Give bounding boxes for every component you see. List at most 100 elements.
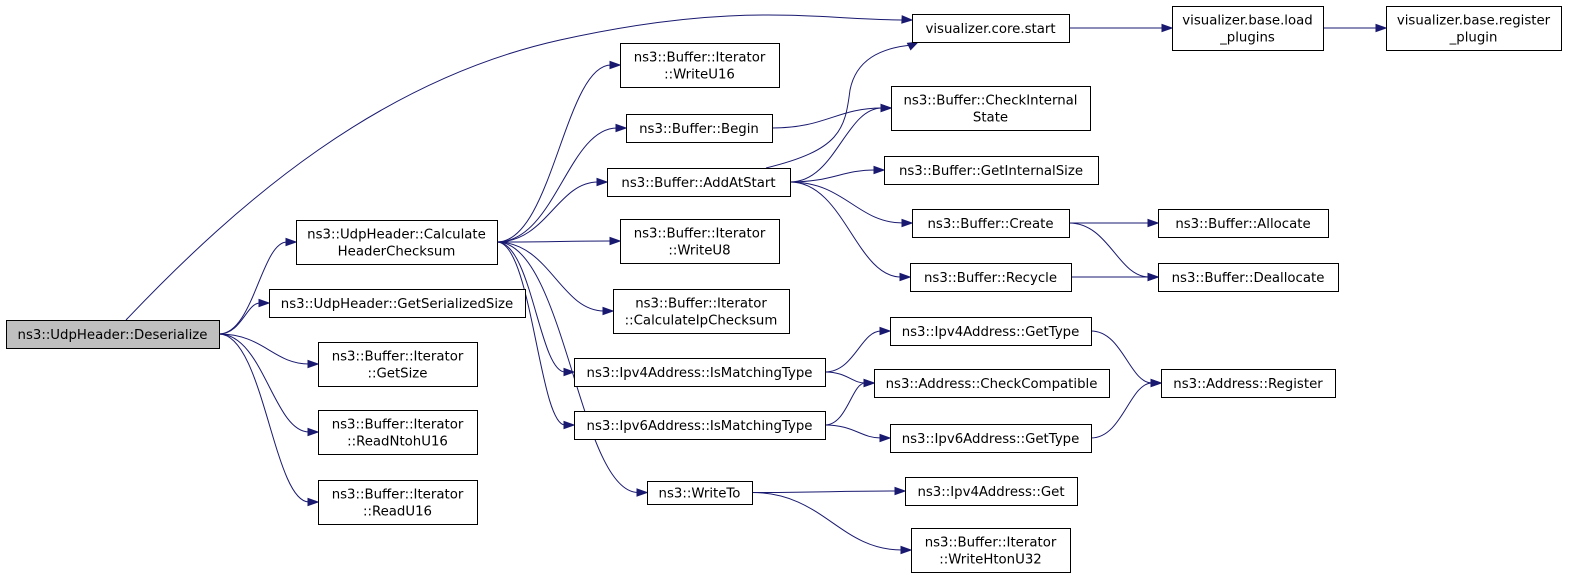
node-begin[interactable]: ns3::Buffer::Begin [626, 114, 773, 143]
node-box [874, 369, 1110, 398]
edge-calc-to-writeu8 [496, 236, 622, 246]
edge-line [496, 241, 605, 312]
node-getint[interactable]: ns3::Buffer::GetInternalSize [884, 156, 1099, 185]
edge-line [496, 64, 612, 243]
arrowhead-icon [1147, 218, 1160, 228]
node-label: ns3::Address::Register [1173, 377, 1323, 392]
node-readu16[interactable]: ns3::Buffer::Iterator::ReadU16 [318, 480, 478, 525]
node-box [620, 219, 780, 264]
node-recycle[interactable]: ns3::Buffer::Recycle [910, 263, 1072, 292]
node-dealloc[interactable]: ns3::Buffer::Deallocate [1158, 263, 1339, 292]
node-label: State [973, 111, 1008, 126]
node-box [269, 289, 526, 318]
node-label: ns3::Buffer::Recycle [924, 271, 1057, 286]
node-label: ns3::Buffer::Iterator [634, 227, 766, 242]
node-label: ns3::UdpHeader::Deserialize [18, 328, 208, 343]
node-box [318, 410, 478, 455]
node-allocate[interactable]: ns3::Buffer::Allocate [1158, 209, 1329, 238]
node-box [910, 263, 1072, 292]
arrowhead-icon [879, 433, 892, 443]
edge-deserialize-to-getsize [218, 333, 320, 369]
node-label: ::ReadNtohU16 [347, 435, 448, 450]
node-writeto[interactable]: ns3::WriteTo [647, 481, 753, 505]
node-vload[interactable]: visualizer.base.load_plugins [1172, 6, 1324, 51]
edge-writeto-to-ipv4get [751, 486, 907, 496]
edge-calc-to-writeu16 [496, 60, 622, 243]
edge-calc-to-ipv6match [496, 241, 576, 430]
node-calcip[interactable]: ns3::Buffer::Iterator::CalculateIpChecks… [613, 289, 790, 334]
edge-calc-to-writeto [496, 241, 649, 497]
edge-deserialize-to-readu16 [218, 333, 320, 507]
node-vreg[interactable]: visualizer.base.register _plugin [1386, 6, 1562, 51]
edge-line [789, 181, 904, 224]
edge-addat-to-getint [789, 165, 886, 183]
node-box [647, 481, 753, 505]
node-label: ns3::Buffer::Iterator [635, 297, 767, 312]
node-ipv4get[interactable]: ns3::Ipv4Address::Get [905, 477, 1078, 506]
node-box [890, 317, 1092, 346]
node-label: ns3::Buffer::Deallocate [1172, 271, 1325, 286]
node-label: ns3::Buffer::Allocate [1175, 217, 1310, 232]
node-vstart[interactable]: visualizer.core.start [912, 14, 1070, 43]
edges-layer [125, 14, 1388, 555]
edge-line [824, 330, 882, 373]
node-addat[interactable]: ns3::Buffer::AddAtStart [607, 168, 791, 197]
node-label: visualizer.base.register [1397, 14, 1551, 29]
edge-line [751, 492, 903, 551]
arrowhead-icon [609, 60, 622, 70]
node-deserialize[interactable]: ns3::UdpHeader::Deserialize [6, 320, 220, 349]
edge-line [824, 382, 866, 426]
node-register[interactable]: ns3::Address::Register [1161, 369, 1336, 398]
node-box [574, 358, 826, 387]
node-writeu8[interactable]: ns3::Buffer::Iterator::WriteU8 [620, 219, 780, 264]
arrowhead-icon [602, 306, 615, 316]
node-ipv4match[interactable]: ns3::Ipv4Address::IsMatchingType [574, 358, 826, 387]
arrowhead-icon [894, 486, 907, 496]
arrowhead-icon [863, 378, 876, 388]
node-label: _plugin [1449, 31, 1498, 46]
edge-line [824, 424, 882, 439]
arrowhead-icon [880, 103, 893, 113]
node-label: ns3::Ipv6Address::GetType [902, 432, 1080, 447]
edge-vload-to-vreg [1323, 23, 1388, 33]
node-label: ::WriteU8 [668, 244, 730, 259]
node-ipv6match[interactable]: ns3::Ipv6Address::IsMatchingType [574, 411, 826, 440]
arrowhead-icon [285, 237, 298, 247]
edge-line [496, 181, 599, 243]
edge-calc-to-calcip [496, 241, 615, 316]
node-ipv4type[interactable]: ns3::Ipv4Address::GetType [890, 317, 1092, 346]
node-label: ns3::UdpHeader::Calculate [307, 228, 486, 243]
edge-line [824, 371, 866, 384]
node-create[interactable]: ns3::Buffer::Create [912, 209, 1070, 238]
arrowhead-icon [615, 123, 628, 133]
node-label: ns3::Buffer::CheckInternal [903, 94, 1077, 109]
edge-line [496, 241, 566, 426]
node-label: ns3::Ipv4Address::IsMatchingType [587, 366, 813, 381]
edge-line [496, 241, 566, 373]
node-checkcomp[interactable]: ns3::Address::CheckCompatible [874, 369, 1110, 398]
edge-line [765, 44, 913, 169]
node-writeu16[interactable]: ns3::Buffer::Iterator::WriteU16 [620, 43, 780, 88]
node-writehton[interactable]: ns3::Buffer::Iterator::WriteHtonU32 [911, 528, 1071, 573]
node-label: ::WriteU16 [664, 68, 735, 83]
node-box [1172, 6, 1324, 51]
node-ipv6type[interactable]: ns3::Ipv6Address::GetType [890, 424, 1092, 453]
node-label: ns3::Buffer::Begin [639, 122, 759, 137]
node-label: visualizer.base.load [1182, 14, 1312, 29]
edge-line [218, 333, 310, 503]
node-label: ::CalculateIpChecksum [625, 314, 778, 329]
edge-deserialize-to-readntoh [218, 333, 320, 437]
arrowhead-icon [307, 497, 320, 507]
node-getsize[interactable]: ns3::Buffer::Iterator::GetSize [318, 342, 478, 387]
node-getser[interactable]: ns3::UdpHeader::GetSerializedSize [269, 289, 526, 318]
node-label: ns3::UdpHeader::GetSerializedSize [281, 297, 513, 312]
node-box [884, 156, 1099, 185]
node-box [613, 289, 790, 334]
arrowhead-icon [636, 488, 649, 497]
node-label: ns3::Buffer::Iterator [332, 488, 464, 503]
node-readntoh[interactable]: ns3::Buffer::Iterator::ReadNtohU16 [318, 410, 478, 455]
edge-line [789, 169, 876, 183]
